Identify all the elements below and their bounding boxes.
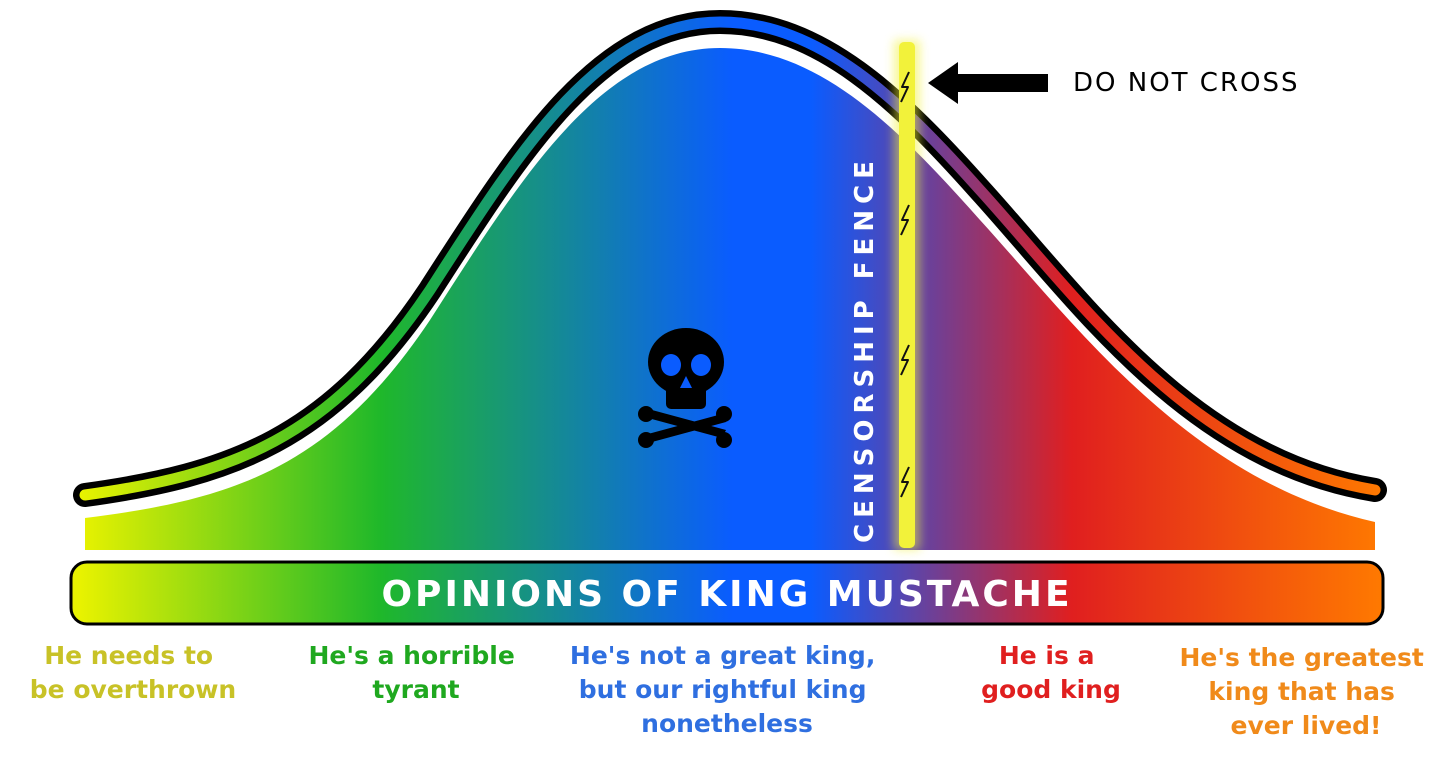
skull-and-crossbones-icon	[638, 328, 732, 448]
caption-greatest-king: He's the greatest king that has ever liv…	[1179, 643, 1432, 740]
arrow-left-icon	[928, 62, 1048, 104]
caption-good-king: He is a good king	[981, 641, 1121, 704]
opinions-axis-bar	[69, 560, 1385, 626]
caption-overthrown: He needs to be overthrown	[30, 641, 236, 704]
axis-label: OPINIONS OF KING MUSTACHE	[381, 574, 1072, 615]
censorship-fence	[899, 42, 915, 548]
fence-label: CENSORSHIP FENCE	[850, 155, 880, 543]
fence-bolts	[900, 71, 910, 498]
warning-label: DO NOT CROSS	[1073, 68, 1300, 98]
bell-curve-area	[85, 48, 1375, 550]
lightning-bolt-icon	[900, 204, 910, 236]
bell-curve-line	[79, 16, 1381, 501]
lightning-bolt-icon	[900, 344, 910, 376]
lightning-bolt-icon	[900, 466, 910, 498]
lightning-bolt-icon	[900, 71, 910, 103]
caption-horrible-tyrant: He's a horrible tyrant	[308, 641, 523, 704]
caption-rightful-king: He's not a great king, but our rightful …	[570, 641, 884, 738]
category-captions: He needs to be overthrown He's a horribl…	[30, 641, 1432, 740]
